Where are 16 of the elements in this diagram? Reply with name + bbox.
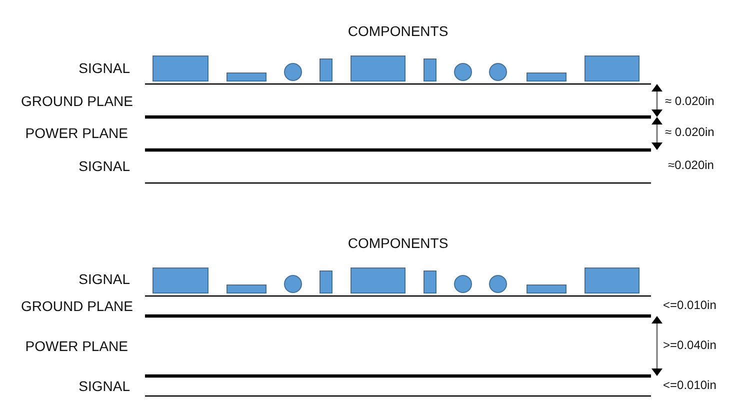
dimension-label: ≈ 0.020in xyxy=(665,95,714,109)
layer-label: POWER PLANE xyxy=(25,338,128,354)
layer-label: GROUND PLANE xyxy=(20,92,133,110)
section-heading: COMPONENTS xyxy=(348,234,448,252)
section-heading: COMPONENTS xyxy=(348,22,448,40)
layer-label: SIGNAL xyxy=(78,270,130,288)
dimension-label: >=0.040in xyxy=(663,339,716,353)
layer-label: SIGNAL xyxy=(78,158,130,174)
layer-label: GROUND PLANE xyxy=(20,298,133,314)
layer-label: SIGNAL xyxy=(78,378,130,394)
dimension-label: <=0.010in xyxy=(663,299,716,313)
dimension-label: <=0.010in xyxy=(663,379,716,393)
dimension-label: ≈0.020in xyxy=(668,159,714,173)
layer-label: SIGNAL xyxy=(78,60,130,76)
dimension-label: ≈ 0.020in xyxy=(665,126,714,140)
layer-label: POWER PLANE xyxy=(25,124,128,142)
